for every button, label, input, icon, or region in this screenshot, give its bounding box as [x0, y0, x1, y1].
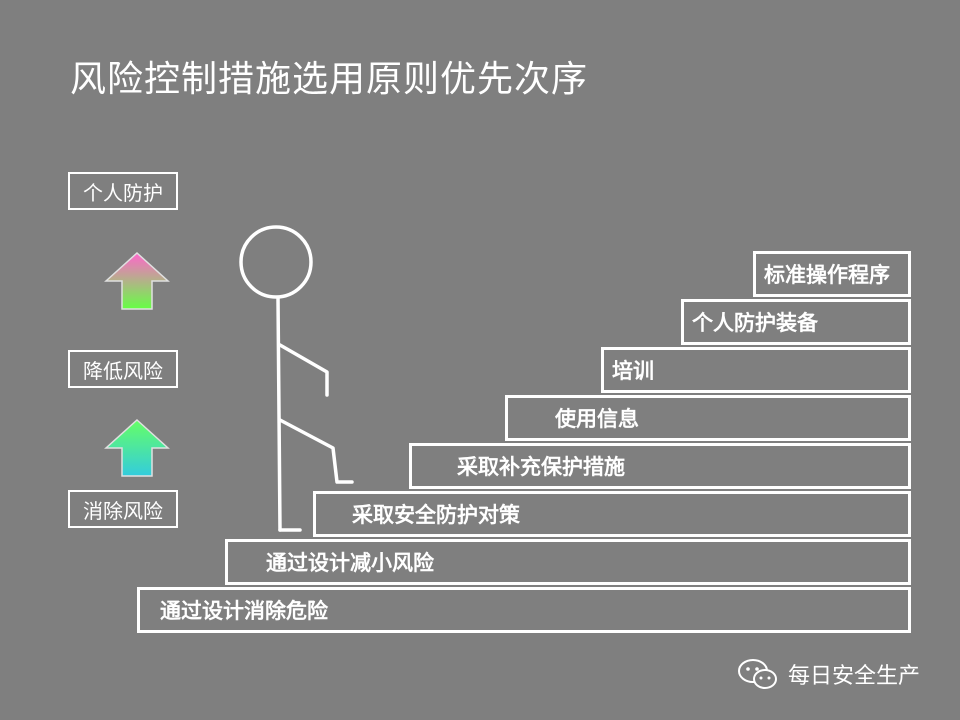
label-personal-protection: 个人防护 [68, 172, 178, 210]
step-7: 通过设计减小风险 [225, 539, 911, 585]
step-label: 通过设计消除危险 [160, 599, 328, 623]
step-label: 标准操作程序 [764, 263, 890, 287]
step-1: 标准操作程序 [753, 251, 911, 297]
up-arrow-icon [104, 251, 170, 310]
step-label: 培训 [612, 359, 654, 383]
figure-leg [278, 418, 354, 484]
watermark: 每日安全生产 [738, 658, 920, 690]
step-label: 采取补充保护措施 [457, 455, 625, 479]
step-4: 使用信息 [505, 395, 911, 441]
step-2: 个人防护装备 [681, 299, 911, 345]
step-label: 通过设计减小风险 [266, 551, 434, 575]
figure-body [276, 296, 282, 532]
step-label: 采取安全防护对策 [352, 503, 520, 527]
page-title: 风险控制措施选用原则优先次序 [70, 59, 589, 100]
step-6: 采取安全防护对策 [313, 491, 911, 537]
figure-head [239, 225, 313, 299]
step-5: 采取补充保护措施 [409, 443, 911, 489]
up-arrow-icon [104, 418, 170, 477]
step-3: 培训 [601, 347, 911, 393]
step-label: 使用信息 [555, 407, 639, 431]
step-label: 个人防护装备 [692, 311, 818, 335]
watermark-text: 每日安全生产 [788, 664, 921, 689]
label-reduce-risk: 降低风险 [68, 350, 178, 388]
figure-arm [278, 343, 329, 397]
step-8: 通过设计消除危险 [137, 587, 911, 633]
wechat-icon [738, 659, 777, 689]
label-eliminate-risk: 消除风险 [68, 490, 178, 528]
